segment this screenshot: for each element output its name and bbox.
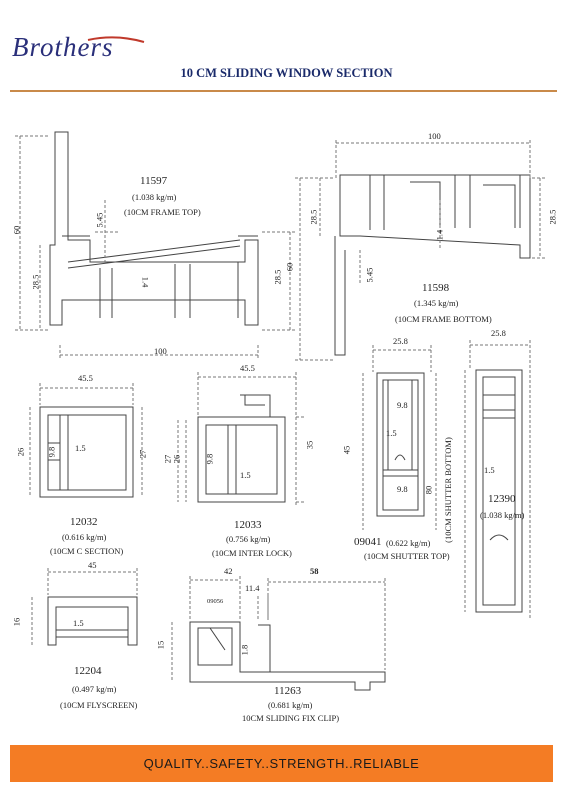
dim-11598-545: 5.45 bbox=[364, 267, 375, 283]
header-rule bbox=[10, 90, 557, 92]
dim-12032-26: 26 bbox=[15, 447, 26, 457]
weight-11263: (0.681 kg/m) bbox=[268, 700, 313, 710]
page-title: 10 CM SLIDING WINDOW SECTION bbox=[180, 66, 393, 80]
name-12204: (10CM FLYSCREEN) bbox=[60, 700, 138, 710]
dim-12390-height: 80 bbox=[423, 485, 434, 495]
code-09041: 09041 bbox=[354, 536, 382, 548]
dim-09041-98-top: 9.8 bbox=[397, 400, 408, 410]
dim-12033-26: 26 bbox=[171, 454, 182, 464]
profile-12390-drawing bbox=[464, 340, 531, 620]
profile-12033-drawing bbox=[177, 372, 305, 505]
dim-11598-285-right: 28.5 bbox=[547, 209, 558, 225]
brand-logo: Brothers bbox=[12, 32, 114, 62]
code-11598: 11598 bbox=[422, 282, 450, 294]
name-12032: (10CM C SECTION) bbox=[50, 546, 124, 556]
dim-12033-15: 1.5 bbox=[240, 470, 251, 480]
weight-11597: (1.038 kg/m) bbox=[132, 192, 177, 202]
dim-12204-16: 16 bbox=[11, 617, 22, 627]
footer-tagline: QUALITY..SAFETY..STRENGTH..RELIABLE bbox=[143, 756, 420, 771]
dim-11263-42: 42 bbox=[224, 566, 233, 576]
dim-12204-width: 45 bbox=[88, 560, 97, 570]
profile-12032-drawing bbox=[29, 383, 143, 498]
name-12033: (10CM INTER LOCK) bbox=[212, 548, 292, 558]
profile-11597-drawing bbox=[15, 131, 295, 360]
weight-12033: (0.756 kg/m) bbox=[226, 534, 271, 544]
dim-11597-285-right: 28.5 bbox=[272, 269, 283, 285]
code-12204: 12204 bbox=[74, 665, 102, 677]
dim-11598-285-left: 28.5 bbox=[308, 209, 319, 225]
dim-09041-width: 25.8 bbox=[393, 336, 408, 346]
dim-12204-15: 1.5 bbox=[73, 618, 84, 628]
dim-11597-width: 100 bbox=[154, 346, 167, 356]
name-11263: 10CM SLIDING FIX CLIP) bbox=[242, 713, 340, 723]
weight-12390: (1.038 kg/m) bbox=[480, 510, 525, 520]
name-11598: (10CM FRAME BOTTOM) bbox=[395, 314, 492, 324]
technical-drawings bbox=[15, 131, 545, 691]
dim-11597-545: 5.45 bbox=[94, 212, 105, 228]
dim-11263-18: 1.8 bbox=[239, 644, 250, 656]
dim-09041-98-bottom: 9.8 bbox=[397, 484, 408, 494]
profile-12204-drawing bbox=[31, 568, 138, 646]
dim-12033-width: 45.5 bbox=[240, 363, 255, 373]
dim-12033-35: 35 bbox=[304, 440, 315, 450]
dim-11598-width: 100 bbox=[428, 131, 441, 141]
weight-11598: (1.345 kg/m) bbox=[414, 298, 459, 308]
dim-12032-98: 9.8 bbox=[46, 446, 57, 458]
dim-11598-height: 60 bbox=[284, 262, 295, 272]
code-11597: 11597 bbox=[140, 175, 168, 187]
name-12390: (10CM SHUTTER BOTTOM) bbox=[442, 437, 453, 543]
dim-11598-14: 1.4 bbox=[434, 229, 445, 241]
code-11263: 11263 bbox=[274, 685, 302, 697]
code-12033: 12033 bbox=[234, 519, 262, 531]
dim-11263-15: 15 bbox=[155, 640, 166, 650]
footer-banner: QUALITY..SAFETY..STRENGTH..RELIABLE bbox=[10, 745, 553, 782]
dim-11263-114: 11.4 bbox=[245, 583, 260, 593]
code-12032: 12032 bbox=[70, 516, 98, 528]
weight-12204: (0.497 kg/m) bbox=[72, 684, 117, 694]
profile-11263-drawing bbox=[171, 576, 386, 691]
dim-09041-15: 1.5 bbox=[386, 428, 397, 438]
code-12390: 12390 bbox=[488, 493, 516, 505]
dim-11597-285-left: 28.5 bbox=[30, 274, 41, 290]
dim-12032-15: 1.5 bbox=[75, 443, 86, 453]
name-11597: (10CM FRAME TOP) bbox=[124, 207, 201, 217]
profile-11598-drawing bbox=[295, 140, 545, 361]
dim-09041-45: 45 bbox=[341, 445, 352, 455]
dim-12390-width: 25.8 bbox=[491, 328, 506, 338]
weight-09041: (0.622 kg/m) bbox=[386, 538, 431, 548]
dim-11597-height: 60 bbox=[11, 225, 22, 235]
dim-12390-15: 1.5 bbox=[484, 465, 495, 475]
logo-swoosh bbox=[87, 36, 145, 43]
dim-11263-58: 58 bbox=[310, 566, 319, 576]
profile-09041-drawing bbox=[362, 345, 437, 530]
dim-11597-14: 1.4 bbox=[140, 276, 151, 288]
dim-12033-98: 9.8 bbox=[204, 453, 215, 465]
weight-12032: (0.616 kg/m) bbox=[62, 532, 107, 542]
dim-12032-width: 45.5 bbox=[78, 373, 93, 383]
part-09056: 09056 bbox=[207, 598, 224, 605]
dim-12032-27: 27 bbox=[137, 449, 148, 459]
name-09041: (10CM SHUTTER TOP) bbox=[364, 551, 450, 561]
